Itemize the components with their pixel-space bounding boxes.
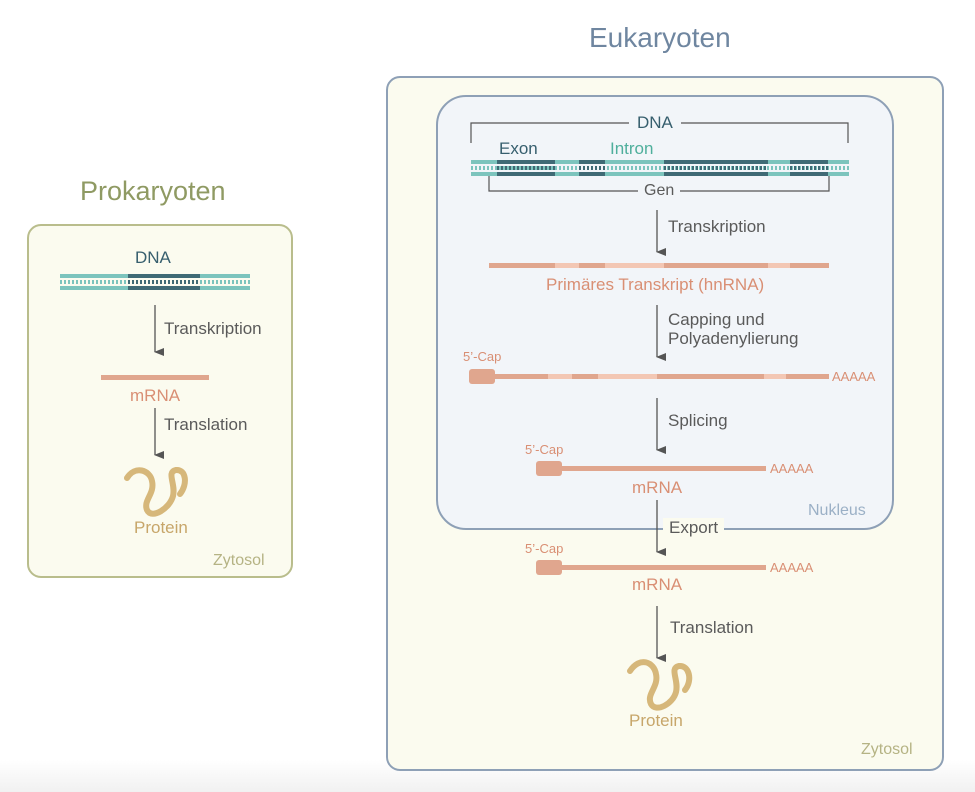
cap-label-2: 5’-Cap <box>525 442 564 457</box>
nucleus-mrna-strand <box>536 461 766 476</box>
capped-pre-mrna-strand <box>469 369 829 384</box>
polya-label-1: AAAAA <box>832 369 876 384</box>
cytosol-mrna-strand <box>536 560 766 575</box>
cytosol-mrna-label: mRNA <box>632 575 683 594</box>
eukaryote-zytosol-label: Zytosol <box>861 741 913 758</box>
eukaryote-protein-label: Protein <box>629 711 683 730</box>
eukaryote-transcription-label: Transkription <box>668 217 766 236</box>
cap-label-3: 5’-Cap <box>525 541 564 556</box>
prokaryote-dna-strand <box>60 274 250 290</box>
gene-label: Gen <box>638 182 681 200</box>
eukaryote-protein-shape <box>627 659 693 711</box>
prokaryote-transcription-label: Transkription <box>164 319 262 338</box>
nucleus-mrna-label: mRNA <box>632 478 683 497</box>
export-label: Export <box>663 518 725 538</box>
prokaryote-mrna-strand <box>101 375 209 380</box>
prokaryote-mrna-label: mRNA <box>130 386 181 405</box>
polya-label-2: AAAAA <box>770 461 814 476</box>
eukaryote-translation-label: Translation <box>670 618 754 637</box>
eukaryote-title: Eukaryoten <box>589 22 731 53</box>
eukaryote-dna-strand <box>471 160 849 176</box>
prokaryote-protein-label: Protein <box>134 518 188 537</box>
nucleus-label: Nukleus <box>808 502 866 519</box>
intron-label: Intron <box>610 139 654 158</box>
primary-transcript-strand <box>489 263 829 268</box>
polya-label-3: AAAAA <box>770 560 814 575</box>
exon-segments <box>497 160 828 176</box>
eukaryote-dna-label: DNA <box>629 113 681 133</box>
prokaryote-translation-label: Translation <box>164 415 248 434</box>
prokaryote-zytosol-label: Zytosol <box>213 552 265 569</box>
prokaryote-title: Prokaryoten <box>80 176 226 206</box>
capping-label-line1: Capping und <box>668 310 765 329</box>
splicing-label: Splicing <box>668 411 728 430</box>
cap-label-1: 5’-Cap <box>463 349 502 364</box>
exon-label: Exon <box>499 139 538 158</box>
primary-transcript-label: Primäres Transkript (hnRNA) <box>546 275 765 294</box>
prokaryote-protein-shape <box>124 467 188 517</box>
prokaryote-dna-label: DNA <box>135 248 171 267</box>
capping-label-line2: Polyadenylierung <box>668 329 799 348</box>
